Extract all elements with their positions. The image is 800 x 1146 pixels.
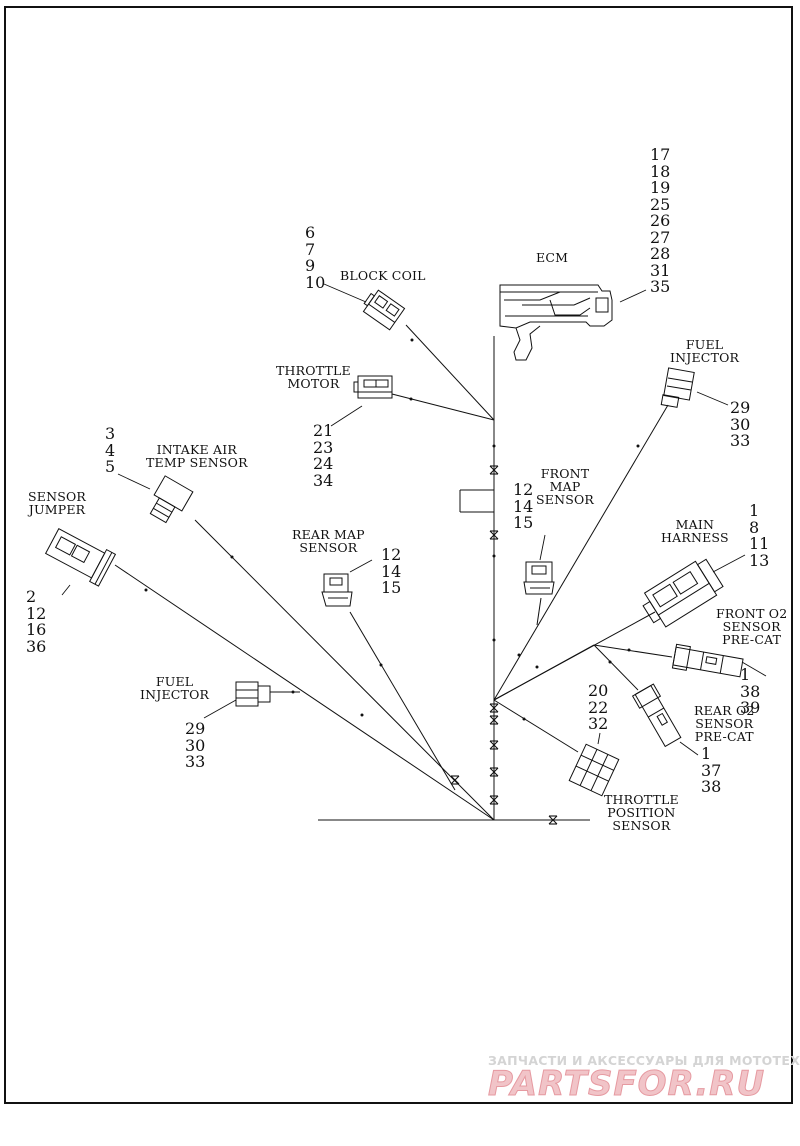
- rear-o2-connector: [631, 683, 682, 748]
- throttle-motor-callouts: 21 23 24 34: [313, 421, 334, 490]
- main-harness-label: MAIN HARNESS: [661, 517, 729, 545]
- sensor-jumper-label: SENSOR JUMPER: [28, 489, 87, 517]
- rear-map-label: REAR MAP SENSOR: [292, 527, 365, 555]
- ecm-callouts: 17 18 19 25 26 27 28 31 35: [650, 145, 671, 296]
- harness-trunk: [318, 336, 590, 821]
- wire-dots: [144, 338, 640, 721]
- throttle-position-label: THROTTLE POSITION SENSOR: [604, 792, 679, 833]
- ecm-label: ECM: [536, 250, 569, 265]
- throttle-motor-label: THROTTLE MOTOR: [276, 363, 351, 391]
- diagram-frame: [4, 6, 793, 1104]
- watermark-logo: PARTSFOR.RU: [487, 1064, 766, 1105]
- rear-map-sensor: [321, 573, 353, 607]
- throttle-position-callouts: 20 22 32: [588, 681, 609, 733]
- harness-branches: [114, 324, 673, 821]
- front-o2-label: FRONT O2 SENSOR PRE-CAT: [716, 606, 788, 647]
- intake-air-temp-connector: [149, 475, 194, 524]
- front-map-sensor: [523, 561, 555, 595]
- intake-air-temp-callouts: 3 4 5: [105, 424, 116, 476]
- fuel-injector-right-callouts: 29 30 33: [730, 398, 751, 450]
- callout-leaders: [61, 283, 767, 756]
- fuel-injector-left-label: FUEL INJECTOR: [140, 674, 210, 702]
- block-coil-callouts: 6 7 9 10: [305, 223, 326, 292]
- front-o2-callouts: 1 38 39: [740, 665, 761, 717]
- fuel-injector-left-callouts: 29 30 33: [185, 719, 206, 771]
- sensor-jumper-connector: [44, 528, 117, 587]
- front-map-callouts: 12 14 15: [513, 480, 534, 532]
- main-harness-connector: [642, 558, 724, 628]
- front-o2-connector: [671, 643, 744, 678]
- block-coil-connector: [362, 289, 406, 331]
- front-map-label: FRONT MAP SENSOR: [536, 466, 595, 507]
- fuel-injector-left-connector: [235, 681, 271, 707]
- rear-o2-label: REAR O2 SENSOR PRE-CAT: [694, 703, 755, 744]
- intake-air-temp-label: INTAKE AIR TEMP SENSOR: [146, 442, 248, 470]
- ecm-module: [499, 284, 613, 361]
- fuel-injector-right-connector: [660, 367, 695, 408]
- throttle-motor-connector: [353, 375, 393, 399]
- sensor-jumper-callouts: 2 12 16 36: [26, 587, 47, 656]
- main-harness-callouts: 1 8 11 13: [749, 501, 770, 570]
- rear-map-callouts: 12 14 15: [381, 545, 402, 597]
- clip-markers: [450, 465, 558, 825]
- rear-o2-callouts: 1 37 38: [701, 744, 722, 796]
- fuel-injector-right-label: FUEL INJECTOR: [670, 337, 740, 365]
- block-coil-label: BLOCK COIL: [340, 268, 426, 283]
- throttle-position-connector: [568, 743, 620, 797]
- watermark-tagline: ЗАПЧАСТИ И АКСЕССУАРЫ ДЛЯ МОТОТЕХНИКИ: [488, 1053, 800, 1068]
